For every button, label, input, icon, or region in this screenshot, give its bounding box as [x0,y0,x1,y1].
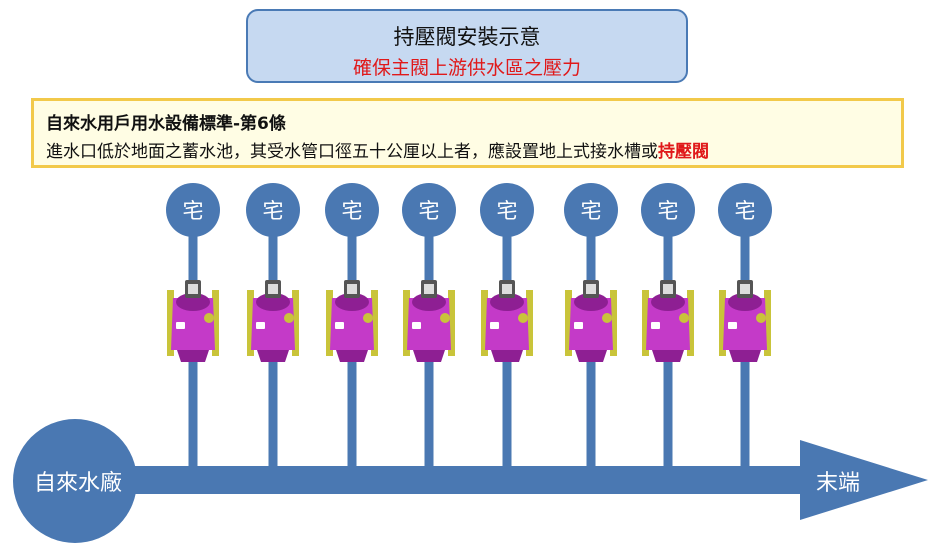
house-label: 宅 [263,199,284,223]
valve-badge [412,322,421,329]
regulation-emphasis: 持壓閥 [658,142,709,162]
pressure-valve-icon [403,280,455,362]
house-node [166,183,220,237]
valve-badge [490,322,499,329]
house-node [718,183,772,237]
diagram-subtitle: 確保主閥上游供水區之壓力 [352,57,581,79]
house-label: 宅 [735,199,756,223]
valve-badge [651,322,660,329]
pressure-valve-icon [326,280,378,362]
valve-badge [176,322,185,329]
house-node [564,183,618,237]
house-label: 宅 [658,199,679,223]
valve-badge [574,322,583,329]
valve-badge [728,322,737,329]
house-label: 宅 [342,199,363,223]
pressure-valve-icon [719,280,771,362]
pressure-valve-icon [167,280,219,362]
pressure-valve-icon [642,280,694,362]
house-node [246,183,300,237]
main-supply-pipe [120,440,928,520]
house-label: 宅 [497,199,518,223]
regulation-notice: 自來水用戶用水設備標準-第6條 進水口低於地面之蓄水池，其受水管口徑五十公厘以上… [31,98,904,168]
pressure-valve-icon [481,280,533,362]
regulation-body: 進水口低於地面之蓄水池，其受水管口徑五十公厘以上者，應設置地上式接水槽或 [46,142,658,162]
house-node [641,183,695,237]
regulation-title: 自來水用戶用水設備標準-第6條 [46,114,286,134]
diagram-title: 持壓閥安裝示意 [393,25,541,49]
pressure-valve-icon [565,280,617,362]
house-node [402,183,456,237]
house-label: 宅 [581,199,602,223]
pipe-end-label: 末端 [816,471,860,496]
valve-badge [256,322,265,329]
house-node [480,183,534,237]
regulation-text: 進水口低於地面之蓄水池，其受水管口徑五十公厘以上者，應設置地上式接水槽或持壓閥 [46,137,709,162]
house-node [325,183,379,237]
house-label: 宅 [419,199,440,223]
water-plant-label: 自來水廠 [34,471,122,496]
water-plant-node [13,419,137,543]
pressure-valve-icon [247,280,299,362]
title-box: 持壓閥安裝示意 確保主閥上游供水區之壓力 [246,9,688,83]
house-label: 宅 [183,199,204,223]
valve-badge [335,322,344,329]
